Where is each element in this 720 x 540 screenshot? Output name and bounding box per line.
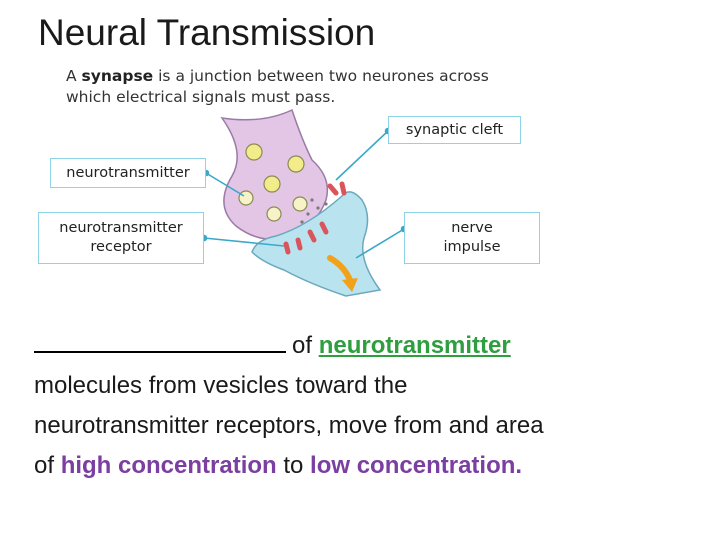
nerve-impulse-label: nerve impulse (404, 212, 540, 264)
high-concentration-term: high concentration (60, 452, 277, 479)
intro-part2: is a junction between two neurones acros… (66, 67, 489, 106)
vesicle (266, 206, 282, 222)
intro-text: A synapse is a junction between two neur… (66, 66, 506, 108)
vesicle (292, 196, 308, 212)
synapse-diagram (200, 108, 408, 297)
body-line2: molecules from vesicles toward the (34, 372, 408, 399)
neurotransmitter-label: neurotransmitter (50, 158, 206, 188)
low-concentration-term: low concentration. (310, 452, 523, 479)
postsynaptic-neuron (251, 191, 382, 297)
vesicle (263, 175, 281, 193)
intro-bold-synapse: synapse (81, 67, 154, 85)
body-line1: of neurotransmitter (34, 326, 694, 366)
body-line3: neurotransmitter receptors, move from an… (34, 412, 544, 439)
body-text: of neurotransmitter molecules from vesic… (34, 326, 694, 486)
receptors (283, 181, 347, 255)
synaptic-cleft-label: synaptic cleft (388, 116, 521, 144)
vesicles (238, 143, 308, 222)
vesicle (238, 190, 254, 206)
page-title: Neural Transmission (38, 12, 376, 53)
neurotransmitter-receptor-label: neurotransmitter receptor (38, 212, 204, 264)
vesicle (245, 143, 263, 161)
neurotransmitter-term: neurotransmitter (318, 332, 511, 359)
vesicle (287, 155, 305, 173)
fill-in-blank (34, 329, 286, 353)
impulse-arrowhead (342, 278, 358, 292)
body-line4: of high concentration to low concentrati… (34, 452, 523, 479)
intro-part1: A (66, 67, 82, 85)
impulse-arrow (327, 255, 353, 283)
